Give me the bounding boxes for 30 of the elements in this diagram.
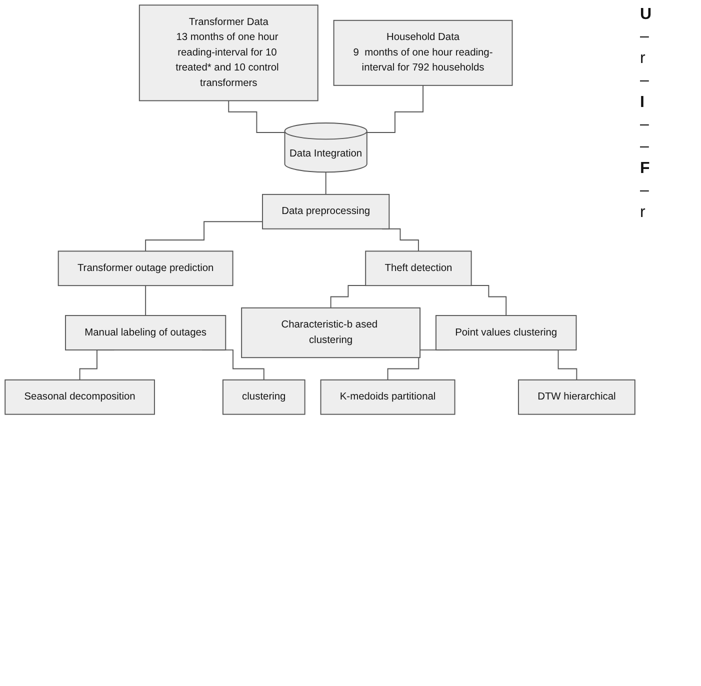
- note-text: I: [640, 93, 646, 113]
- node-box: [518, 379, 636, 415]
- connector: [330, 285, 366, 308]
- note-text: –: [640, 71, 650, 91]
- note-text: r: [640, 49, 646, 69]
- node-box: [65, 315, 226, 350]
- note-text: r: [640, 203, 646, 223]
- flowchart-diagram: Transformer Data 13 months of one hour reading-interval for 10 treated* and 10 control transformers Household Data 9 months of one hour reading-interval for 792 households Data Integration Data preprocessing Transformer outage prediction Theft detection Manual labeling of outages Characteristic-b ased clustering Point values clustering Seasonal decomposition clustering K-medoids partitional DTW hierarchical: [0, 0, 640, 420]
- node-box: [333, 20, 513, 86]
- connector: [470, 285, 507, 316]
- connector: [228, 100, 286, 133]
- note-text: U: [640, 5, 653, 25]
- node-box: [138, 4, 318, 102]
- node-box: [435, 315, 577, 350]
- node-box: [241, 307, 420, 358]
- connector: [325, 172, 326, 195]
- note-text: –: [640, 137, 650, 157]
- note-text: –: [640, 27, 650, 47]
- node-box: [58, 250, 234, 286]
- node-box: [222, 379, 306, 415]
- connector: [145, 285, 146, 316]
- note-text: –: [640, 181, 650, 201]
- connector: [366, 84, 424, 133]
- node-box: [365, 250, 472, 286]
- node-box: [262, 194, 390, 230]
- connector: [145, 221, 263, 252]
- node-box: [4, 379, 155, 415]
- note-text: –: [640, 115, 650, 135]
- node-box: [320, 379, 456, 415]
- note-text: F: [640, 159, 651, 179]
